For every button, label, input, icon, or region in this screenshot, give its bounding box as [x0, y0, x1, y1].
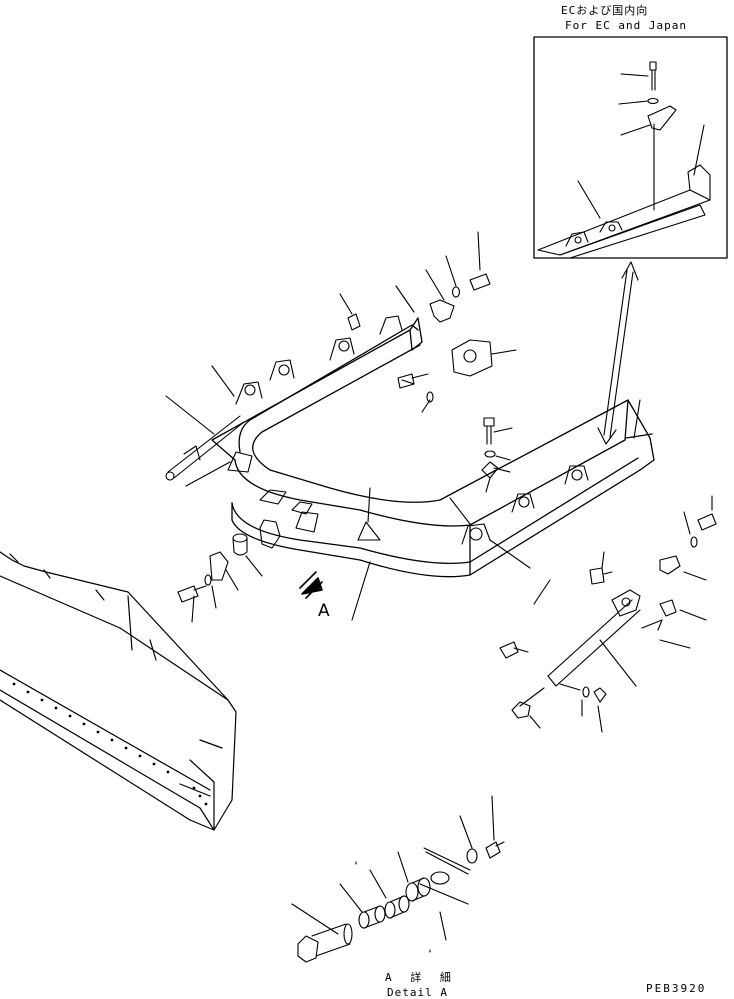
- inset-title-jp: ECおよび国内向: [561, 4, 649, 17]
- inset-title-en: For EC and Japan: [565, 19, 687, 32]
- detail-title-en: Detail A: [387, 986, 448, 999]
- left-stay-rod: [166, 416, 244, 480]
- inset-box: [534, 37, 727, 258]
- dozer-blade: [0, 552, 236, 830]
- frame-small-parts: [178, 520, 280, 602]
- inset-link-arrow: [598, 262, 638, 444]
- leader-lines: [166, 232, 640, 622]
- drawing-code: PEB3920: [646, 982, 707, 995]
- u-frame: [212, 318, 654, 577]
- view-arrow: [300, 572, 322, 598]
- detail-title-jp: A 詳 細: [385, 971, 457, 984]
- view-marker-letter: A: [318, 601, 330, 621]
- frame-brackets: [228, 316, 588, 544]
- detail-a-exploded: [292, 796, 504, 962]
- upper-right-parts: [348, 274, 498, 492]
- side-arm-assembly: [500, 496, 716, 732]
